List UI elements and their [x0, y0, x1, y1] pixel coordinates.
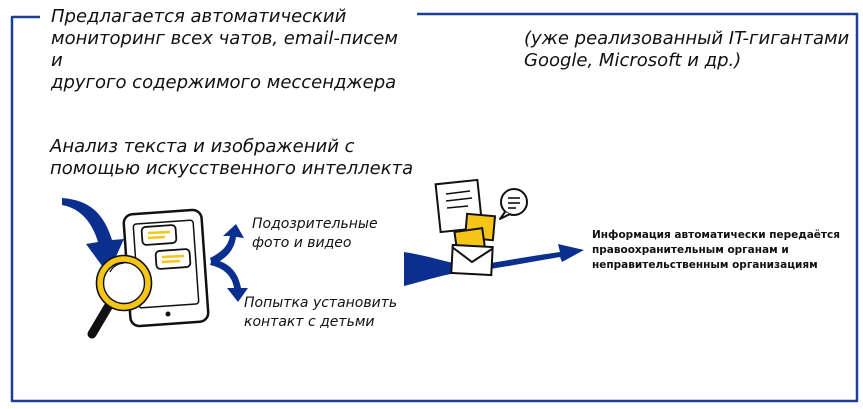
transfer-line: Информация автоматически передаётся [592, 229, 840, 241]
transfer-arrow [404, 244, 584, 286]
transfer-line: правоохранительным органам и [592, 244, 789, 256]
photo-line: фото и видео [252, 235, 352, 251]
transfer-line: неправительственным организациям [592, 259, 818, 271]
input-arrow [62, 198, 124, 274]
chat-bubble-icon [140, 224, 192, 270]
analysis-line: Анализ текста и изображений с [50, 136, 355, 157]
note-text: (уже реализованный IT-гигантами Google, … [524, 28, 854, 72]
intro-line: Предлагается автоматический [51, 6, 347, 27]
photo-arrow [210, 224, 244, 265]
frame-border [10, 12, 859, 403]
intro-text: Предлагается автоматический мониторинг в… [45, 4, 417, 94]
intro-line: мониторинг всех чатов, email-писем и [51, 28, 398, 71]
photo-line: Подозрительные [252, 216, 378, 232]
envelope-icon [450, 243, 494, 277]
analysis-line: помощью искусственного интеллекта [50, 158, 414, 179]
contact-line: Попытка установить [244, 295, 398, 311]
contact-line: контакт с детьми [244, 314, 375, 330]
analysis-text: Анализ текста и изображений с помощью ис… [50, 136, 430, 180]
magnifier-icon [87, 254, 153, 339]
transfer-text: Информация автоматически передаётся прав… [592, 228, 860, 273]
note-line: Google, Microsoft и др.) [524, 50, 742, 71]
photo-output-label: Подозрительные фото и видео [252, 215, 412, 253]
intro-line: другого содержимого мессенджера [51, 72, 397, 93]
contact-output-label: Попытка установить контакт с детьми [244, 294, 424, 332]
speech-bubble-icon [499, 188, 528, 220]
contact-arrow [210, 259, 248, 302]
note-line: (уже реализованный IT-гигантами [524, 28, 850, 49]
